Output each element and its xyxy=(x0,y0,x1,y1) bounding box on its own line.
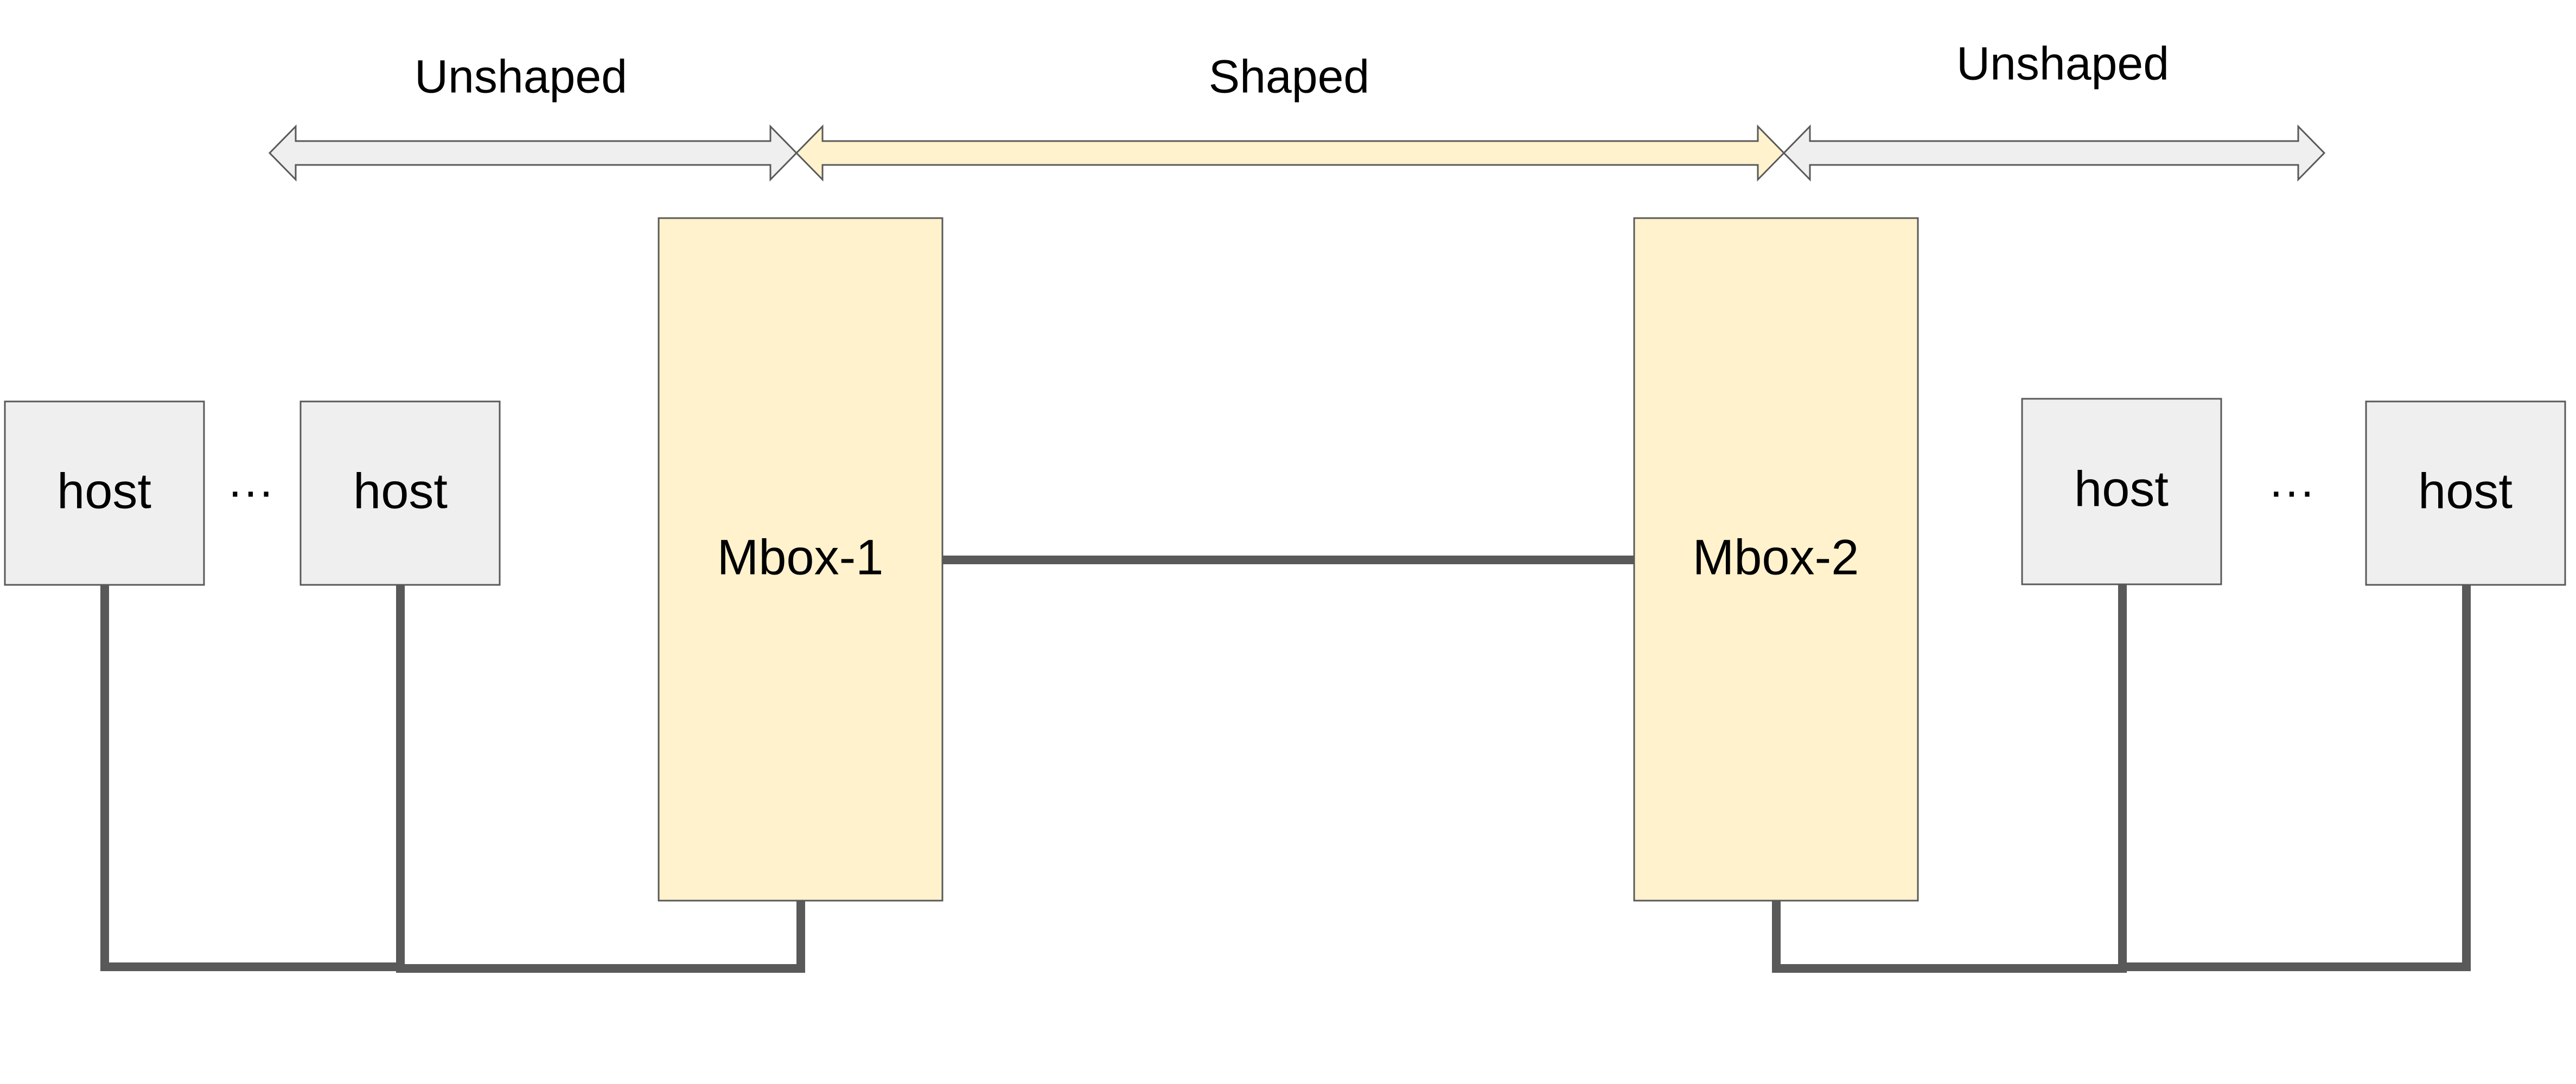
left-ellipsis: ··· xyxy=(227,466,274,518)
shaped-arrow xyxy=(795,124,1786,182)
unshaped-left-arrow xyxy=(268,124,798,182)
mbox-2-label: Mbox-2 xyxy=(1693,530,1859,585)
shaped-label: Shaped xyxy=(1209,51,1370,103)
left-host-a-wire xyxy=(100,581,405,971)
left-host-b-label: host xyxy=(353,463,448,519)
right-host-a: host xyxy=(2021,398,2222,585)
left-host-a-label: host xyxy=(57,463,151,519)
right-host-b-wire xyxy=(2118,581,2471,971)
unshaped-left-label: Unshaped xyxy=(415,51,627,103)
mbox-1: Mbox-1 xyxy=(658,217,943,902)
mbox-1-label: Mbox-1 xyxy=(717,530,884,585)
right-host-b: host xyxy=(2365,400,2566,586)
right-host-b-label: host xyxy=(2418,463,2513,519)
unshaped-right-arrow xyxy=(1782,124,2326,182)
mbox-2: Mbox-2 xyxy=(1633,217,1919,902)
right-host-a-label: host xyxy=(2074,461,2169,517)
right-mbox-wire xyxy=(1772,581,2127,973)
wires xyxy=(100,556,2471,973)
left-host-a: host xyxy=(4,400,205,586)
right-ellipsis: ··· xyxy=(2268,466,2315,518)
unshaped-right-label: Unshaped xyxy=(1956,38,2169,90)
left-host-b-wire xyxy=(396,581,805,973)
left-host-b: host xyxy=(299,400,501,586)
